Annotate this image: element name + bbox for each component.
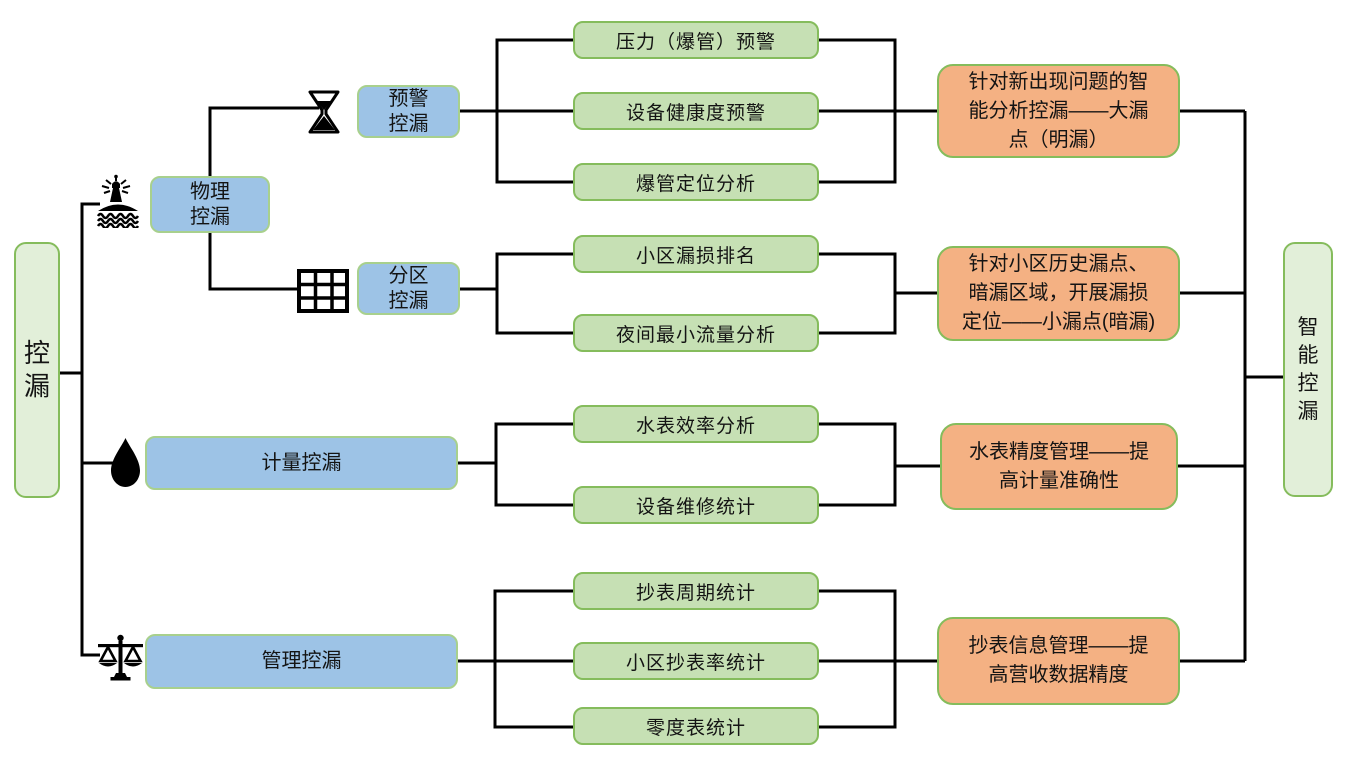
leaf-district-leak-ranking: 小区漏损排名: [573, 235, 819, 273]
node-intelligent-label: 智能控漏: [1297, 315, 1319, 423]
lighthouse-icon: [96, 174, 140, 228]
node-metering-label: 计量控漏: [261, 451, 342, 474]
leaf-label: 小区漏损排名: [635, 245, 756, 267]
node-root-label: 控漏: [23, 338, 50, 401]
node-root: 控漏: [14, 242, 60, 498]
node-warning: 预警控漏: [357, 85, 460, 138]
leaf-label: 零度表统计: [645, 717, 746, 739]
leaf-district-reading-rate: 小区抄表率统计: [573, 642, 819, 680]
leaf-pressure-burst-warning: 压力（爆管）预警: [573, 21, 819, 59]
leaf-reading-cycle-stats: 抄表周期统计: [573, 572, 819, 610]
drop-icon: [111, 438, 140, 487]
outcome-label: 针对新出现问题的智能分析控漏——大漏点（明漏）: [968, 70, 1149, 151]
node-management: 管理控漏: [145, 634, 458, 689]
node-physical: 物理控漏: [150, 176, 270, 233]
node-zone-label: 分区控漏: [388, 264, 429, 312]
leaf-zero-meter-stats: 零度表统计: [573, 707, 819, 745]
node-management-label: 管理控漏: [261, 650, 342, 672]
leaf-label: 抄表周期统计: [635, 582, 756, 604]
leaf-meter-efficiency: 水表效率分析: [573, 405, 819, 443]
leaf-label: 压力（爆管）预警: [615, 31, 776, 53]
leaf-label: 设备健康度预警: [625, 102, 766, 124]
leaf-device-repair-stats: 设备维修统计: [573, 486, 819, 524]
outcome-burst-analysis: 针对新出现问题的智能分析控漏——大漏点（明漏）: [937, 64, 1180, 158]
leaf-burst-location-analysis: 爆管定位分析: [573, 163, 819, 201]
node-physical-label: 物理控漏: [190, 180, 230, 228]
leaf-label: 水表效率分析: [635, 415, 756, 437]
outcome-label: 针对小区历史漏点、暗漏区域，开展漏损定位——小漏点(暗漏): [961, 253, 1156, 333]
hourglass-icon: [308, 90, 340, 134]
leaf-night-min-flow: 夜间最小流量分析: [573, 314, 819, 352]
leaf-label: 夜间最小流量分析: [615, 324, 776, 346]
outcome-meter-precision: 水表精度管理——提高计量准确性: [940, 423, 1178, 510]
outcome-leak-location: 针对小区历史漏点、暗漏区域，开展漏损定位——小漏点(暗漏): [937, 246, 1180, 341]
leaf-device-health-warning: 设备健康度预警: [573, 92, 819, 130]
scales-icon: [98, 634, 143, 681]
leaf-label: 设备维修统计: [635, 496, 756, 518]
leaf-label: 小区抄表率统计: [625, 652, 766, 674]
node-metering: 计量控漏: [145, 436, 458, 490]
node-intelligent-leak-control: 智能控漏: [1283, 242, 1333, 497]
outcome-reading-info: 抄表信息管理——提高营收数据精度: [937, 617, 1180, 705]
grid-icon: [297, 269, 349, 313]
node-warning-label: 预警控漏: [388, 87, 429, 135]
leaf-label: 爆管定位分析: [635, 173, 756, 195]
outcome-label: 水表精度管理——提高计量准确性: [969, 440, 1149, 492]
outcome-label: 抄表信息管理——提高营收数据精度: [968, 635, 1149, 686]
node-zone: 分区控漏: [357, 262, 460, 315]
